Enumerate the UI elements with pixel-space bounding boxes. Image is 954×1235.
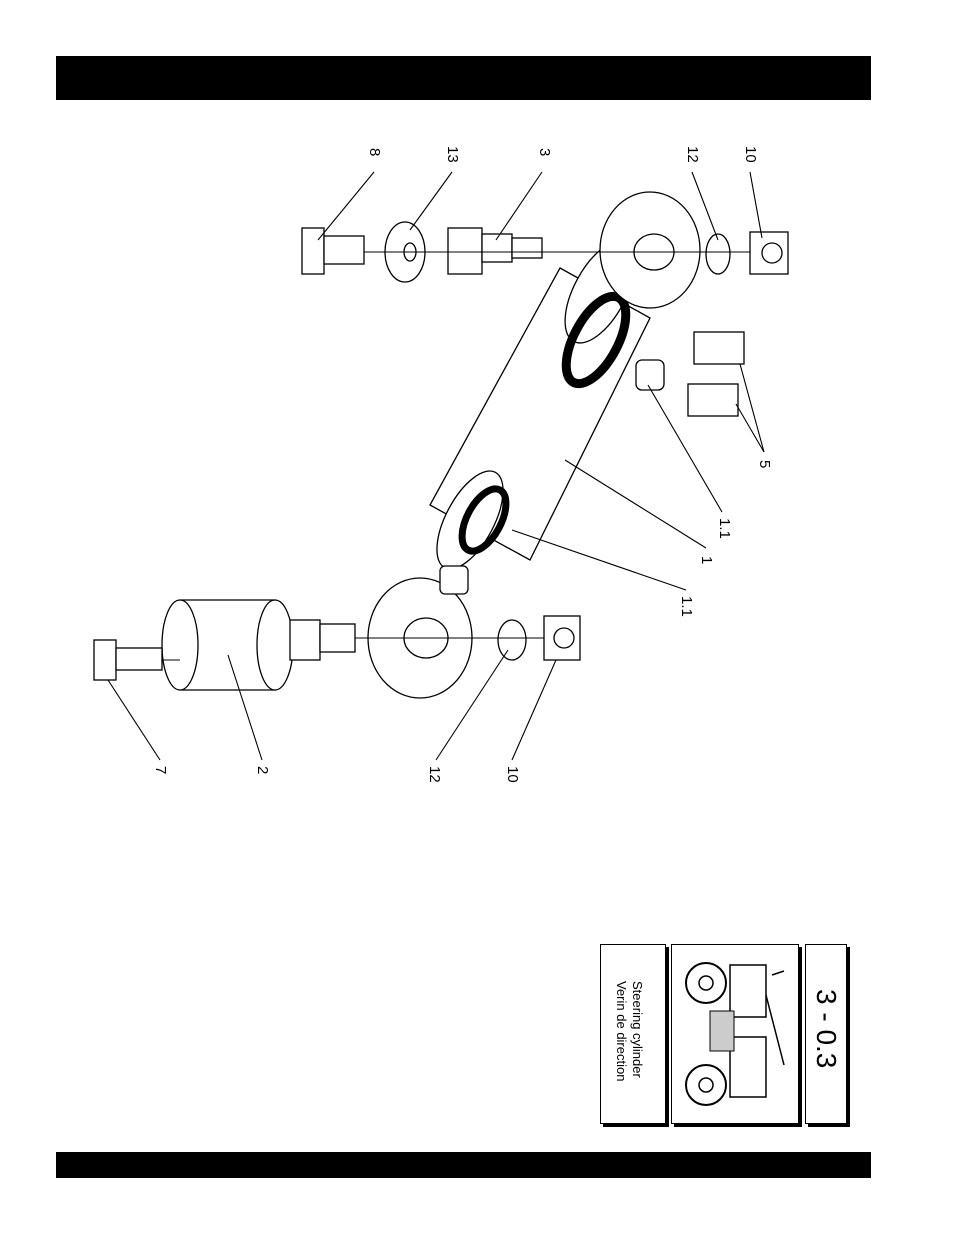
ref-title-en: Steering cylinder bbox=[629, 981, 645, 1081]
leader-10-bottom bbox=[512, 660, 556, 760]
fittings-part-5 bbox=[688, 332, 744, 416]
bolt-part-8 bbox=[302, 228, 364, 274]
ref-title-text: Steering cylinder Verin de direction bbox=[613, 981, 645, 1081]
callout-1-1-bottom: 1.1 bbox=[678, 596, 695, 617]
callout-13: 13 bbox=[444, 146, 461, 163]
callout-8: 8 bbox=[366, 148, 383, 156]
washer-part-12-bottom bbox=[498, 620, 526, 660]
callout-10-bottom: 10 bbox=[504, 766, 521, 783]
callout-7: 7 bbox=[152, 766, 169, 774]
machine-thumbnail-box bbox=[671, 944, 799, 1124]
leader-5a bbox=[740, 364, 764, 452]
section-number: 3 - 0.3 bbox=[810, 989, 842, 1068]
section-number-box: 3 - 0.3 bbox=[805, 944, 847, 1124]
leader-5b bbox=[736, 404, 764, 452]
nut-part-10-bottom bbox=[544, 616, 580, 660]
leader-7 bbox=[108, 680, 160, 760]
ref-title-box: Steering cylinder Verin de direction bbox=[600, 944, 666, 1124]
callout-2: 2 bbox=[254, 766, 271, 774]
fitting-part-3 bbox=[448, 228, 542, 274]
top-clevis bbox=[600, 192, 700, 308]
leader-10-top bbox=[750, 172, 762, 238]
footer-bar bbox=[56, 1152, 871, 1178]
leader-1-1-bottom bbox=[512, 530, 686, 590]
ref-title-fr: Verin de direction bbox=[613, 981, 629, 1081]
rod-eye bbox=[368, 566, 472, 698]
spacer-part-2 bbox=[162, 600, 355, 690]
bolt-part-7 bbox=[94, 640, 162, 680]
callout-1: 1 bbox=[698, 556, 715, 564]
roller-machine-icon bbox=[672, 945, 798, 1123]
leader-1 bbox=[565, 460, 706, 548]
callout-10-top: 10 bbox=[742, 146, 759, 163]
callout-5: 5 bbox=[756, 460, 773, 468]
callout-12-top: 12 bbox=[684, 146, 701, 163]
callout-3: 3 bbox=[536, 148, 553, 156]
callout-1-1-top: 1.1 bbox=[716, 518, 733, 539]
leader-3 bbox=[496, 172, 542, 240]
nut-part-10-top bbox=[750, 232, 788, 274]
leader-8 bbox=[318, 172, 374, 240]
callout-12-bottom: 12 bbox=[426, 766, 443, 783]
leader-13 bbox=[410, 172, 452, 230]
